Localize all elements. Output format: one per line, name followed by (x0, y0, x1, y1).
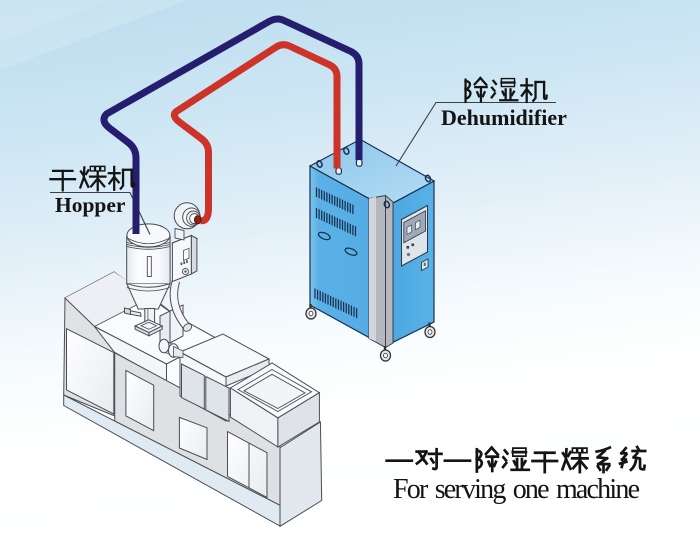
svg-text:For serving one machine: For serving one machine (393, 474, 640, 505)
svg-text:Hopper: Hopper (55, 193, 126, 217)
svg-text:Dehumidifier: Dehumidifier (441, 105, 567, 130)
